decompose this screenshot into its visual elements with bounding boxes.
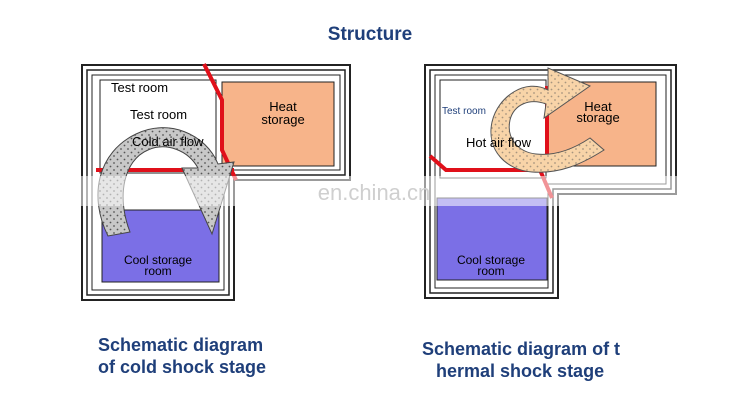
cold-shock-caption-line2: of cold shock stage [98, 357, 267, 377]
cold-shock-caption: Schematic diagram of cold shock stage [98, 334, 266, 378]
left-test-room-label: Test room [111, 80, 168, 95]
hot-air-flow-arrow-dots [490, 68, 604, 173]
right-cool-storage [436, 197, 548, 281]
watermark-band [0, 176, 750, 206]
page-title: Structure [327, 24, 413, 45]
thermal-shock-caption-line1: Schematic diagram of t [422, 339, 621, 359]
right-airflow-label: Hot air flow [466, 135, 532, 150]
right-cool-storage-label-2: room [477, 264, 504, 278]
right-cool-storage-label-1: Cool storage [457, 253, 525, 267]
right-heat-storage-label-1: Heat [584, 99, 612, 114]
thermal-shock-caption: Schematic diagram of t hermal shock stag… [422, 338, 620, 382]
left-cool-storage-label-1: Cool storage [124, 253, 192, 267]
left-heat-storage-label-2: storage [261, 112, 304, 127]
right-heat-storage-label-2: storage [576, 110, 619, 125]
cold-air-flow-arrow-dots [97, 127, 234, 236]
left-airflow-label: Cold air flow [132, 134, 204, 149]
cold-shock-caption-line1: Schematic diagram [98, 335, 264, 355]
thermal-shock-caption-line2: hermal shock stage [436, 361, 605, 381]
watermark: en.china.cn [318, 180, 431, 205]
left-heat-storage-label-1: Heat [269, 99, 297, 114]
right-test-room-label: Test room [442, 106, 486, 117]
left-cool-storage-label-2: room [144, 264, 171, 278]
left-test-room-inner-label: Test room [130, 107, 187, 122]
